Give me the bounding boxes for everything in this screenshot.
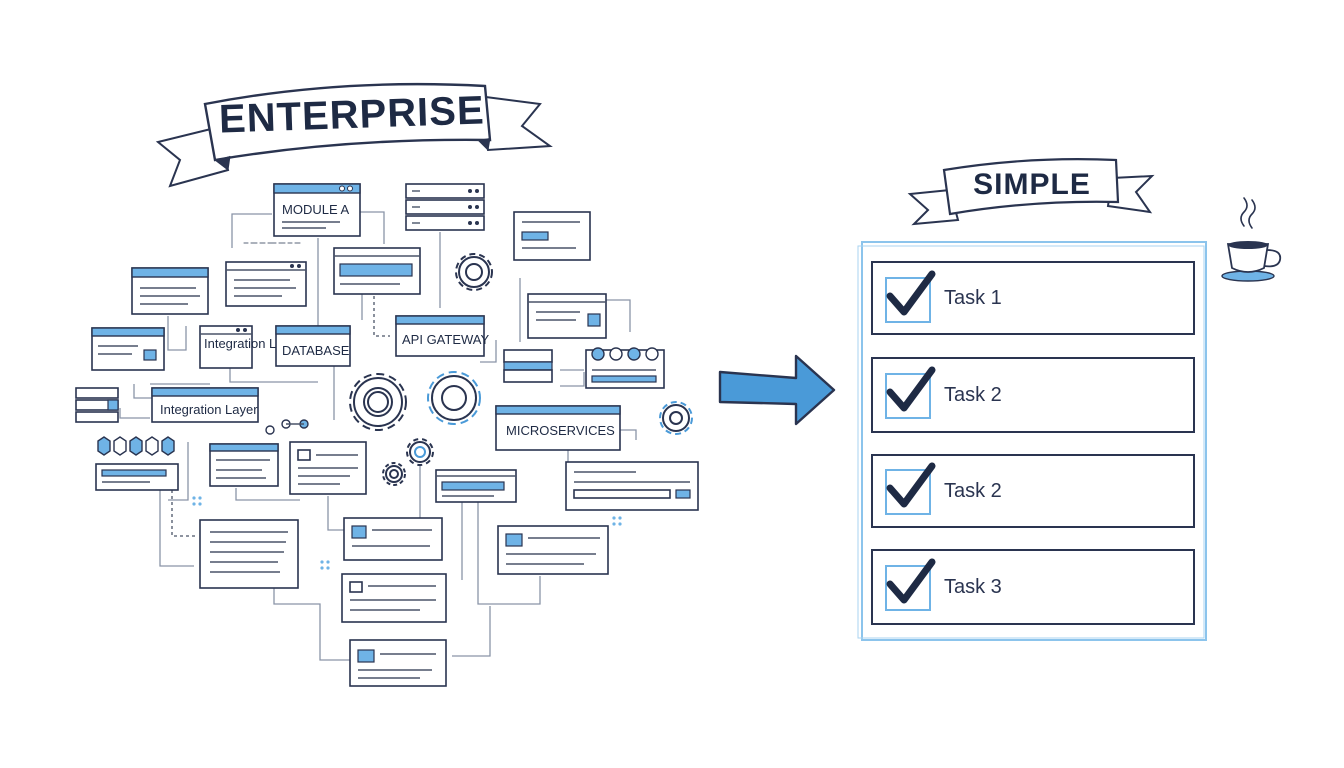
- integration-layer-window: Integration Layer: [151, 387, 259, 423]
- image-window-lowest: [349, 639, 447, 687]
- simple-title: SIMPLE: [973, 168, 1091, 201]
- simple-banner: SIMPLE: [907, 158, 1155, 226]
- doc-window-center: [289, 441, 367, 495]
- node-window: [585, 347, 665, 389]
- dot-clusters: [192, 496, 622, 570]
- doc-window-lower: [341, 573, 447, 623]
- image-window-right: [527, 293, 607, 339]
- database-window: DATABASE: [275, 325, 351, 367]
- gear-icon-right: [659, 401, 693, 435]
- coffee-cup-icon: [1221, 197, 1282, 282]
- task-label: Task 2: [944, 384, 1002, 406]
- gear-icon-tiny: [382, 462, 406, 486]
- task-row[interactable]: Task 3: [871, 549, 1195, 625]
- long-window-right: [565, 461, 699, 511]
- list-window: [225, 261, 307, 307]
- task-label: Task 2: [944, 480, 1002, 502]
- checkmark-icon: [886, 366, 936, 412]
- panel-window: [131, 267, 209, 315]
- image-window-bottom-right: [497, 525, 609, 575]
- server-stack-icon: [405, 183, 485, 231]
- enterprise-title: ENTERPRISE: [218, 88, 485, 141]
- database-label: DATABASE: [282, 343, 350, 358]
- hexagon-row: [97, 436, 175, 456]
- doc-window: [513, 211, 591, 261]
- bar-window-left: [95, 463, 179, 491]
- integration-layer-label: Integration Layer: [160, 402, 258, 417]
- node-connector: [265, 419, 309, 435]
- gear-icon: [455, 253, 493, 291]
- checkmark-icon: [886, 270, 936, 316]
- microservices-label: MICROSERVICES: [506, 423, 615, 438]
- task-label: Task 1: [944, 287, 1002, 309]
- gear-icon-small: [406, 438, 434, 466]
- task-row[interactable]: Task 2: [871, 454, 1195, 528]
- enterprise-banner: ENTERPRISE: [155, 82, 553, 188]
- task-row[interactable]: Task 2: [871, 357, 1195, 433]
- doc-window-bottom: [199, 519, 299, 589]
- server-stack-left: [75, 387, 119, 423]
- progress-window: [333, 247, 421, 295]
- api-gateway-window: API GATEWAY: [395, 315, 489, 357]
- image-window: [91, 327, 165, 371]
- checkmark-icon: [886, 558, 936, 604]
- gear-icon-large: [349, 373, 407, 431]
- module-a-window: MODULE A: [273, 183, 361, 237]
- module-a-label: MODULE A: [282, 202, 350, 217]
- arrow-right-icon: [718, 354, 836, 426]
- task-label: Task 3: [944, 576, 1002, 598]
- bar-window-center: [435, 469, 517, 503]
- microservices-window: MICROSERVICES: [495, 405, 621, 451]
- checkmark-icon: [886, 462, 936, 508]
- form-window: [209, 443, 279, 487]
- image-window-bottom: [343, 517, 443, 561]
- gear-icon-blue: [427, 371, 481, 425]
- api-gateway-label: API GATEWAY: [402, 332, 489, 347]
- task-row[interactable]: Task 1: [871, 261, 1195, 335]
- server-stack-small: [503, 349, 553, 383]
